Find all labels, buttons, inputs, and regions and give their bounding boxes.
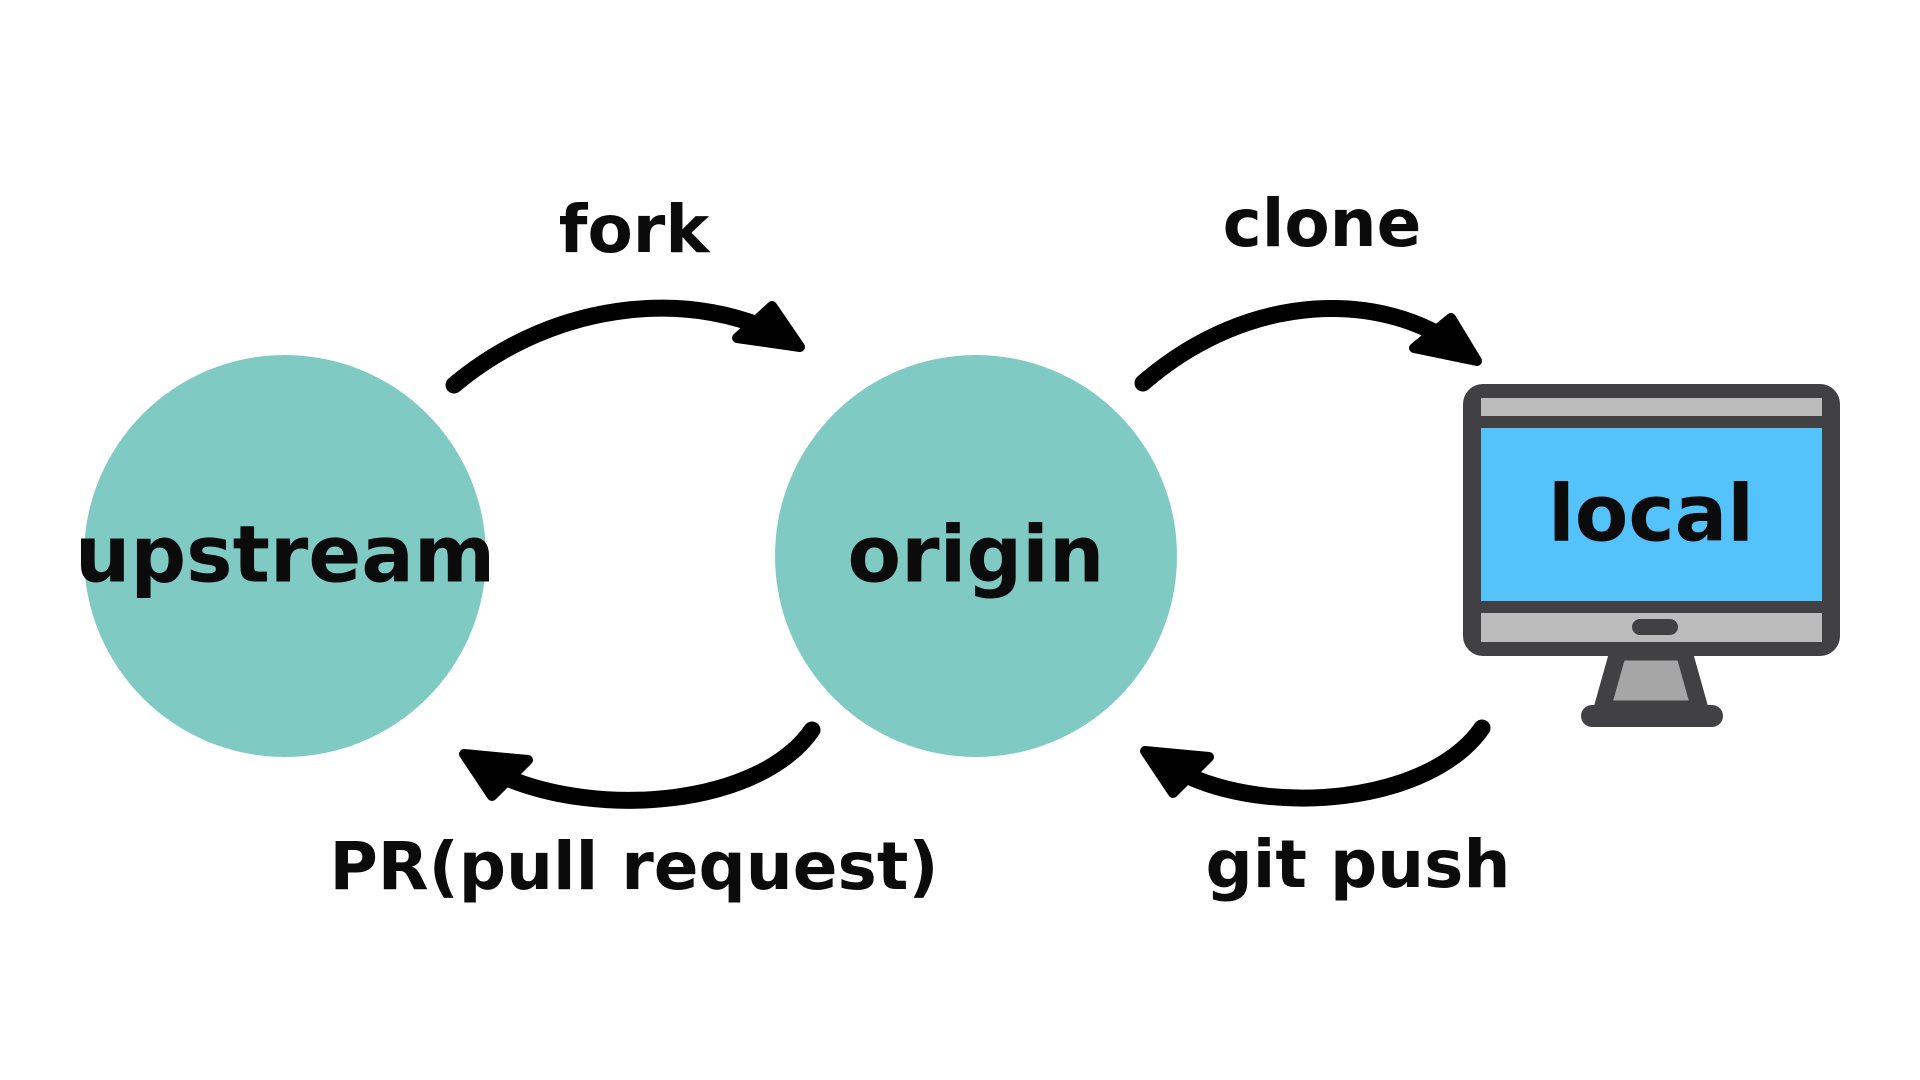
edge-label-fork: fork xyxy=(559,191,712,268)
monitor-stand-neck xyxy=(1593,643,1709,718)
origin-circle xyxy=(775,355,1177,757)
node-local[interactable]: local xyxy=(1463,384,1840,727)
monitor-icon xyxy=(1463,384,1840,727)
upstream-circle xyxy=(84,355,486,757)
local-label: local xyxy=(1548,469,1754,559)
origin-label: origin xyxy=(848,510,1105,600)
arrow-head-clone xyxy=(1409,313,1482,366)
edge-clone: clone xyxy=(1134,185,1482,392)
curved-arrow-right-icon-fork xyxy=(445,299,794,394)
curved-arrow-left-icon-push xyxy=(1171,719,1491,807)
node-upstream[interactable]: upstream xyxy=(75,355,495,757)
upstream-label: upstream xyxy=(75,510,495,600)
edge-pull-request: PR(pull request) xyxy=(329,721,939,905)
monitor-top-bezel xyxy=(1481,398,1822,416)
edge-git-push: git push xyxy=(1140,719,1511,903)
arrow-head-pr xyxy=(459,749,533,801)
node-origin[interactable]: origin xyxy=(775,355,1177,757)
edge-label-git-push: git push xyxy=(1206,826,1511,903)
curved-arrow-right-icon-clone xyxy=(1134,299,1471,392)
edge-label-pull-request: PR(pull request) xyxy=(329,828,938,905)
curved-arrow-left-icon-pr xyxy=(491,721,821,809)
arrow-head-push xyxy=(1140,746,1214,798)
monitor-screen xyxy=(1481,428,1822,601)
monitor-power-button xyxy=(1632,619,1678,635)
edge-label-clone: clone xyxy=(1223,185,1422,262)
edge-fork: fork xyxy=(445,191,805,394)
arrow-head-fork xyxy=(732,301,805,352)
